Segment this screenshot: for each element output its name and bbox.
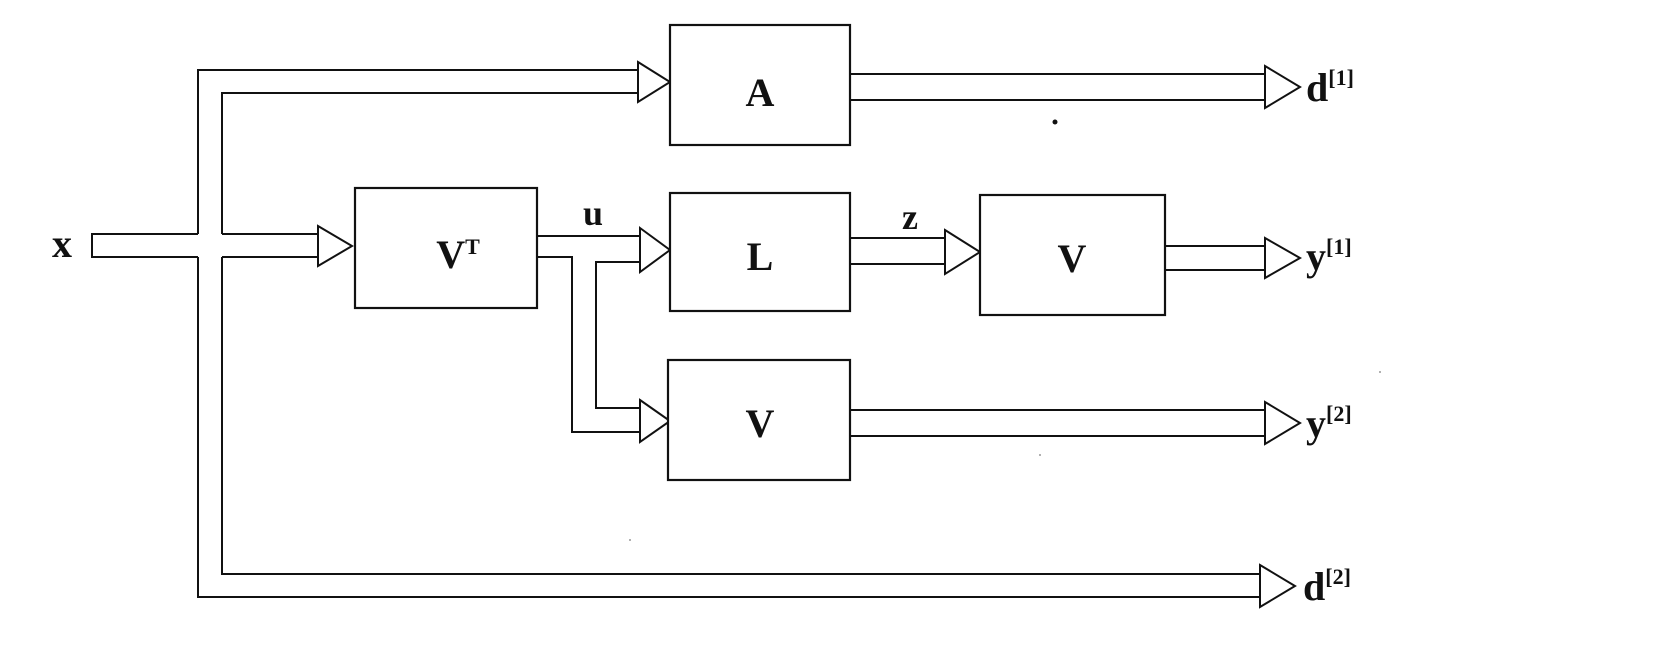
block-a: A [668, 23, 852, 147]
output-y1-superscript: [1] [1326, 234, 1352, 259]
block-a-label: A [746, 70, 775, 115]
pipe-x-to-d2-inner [221, 257, 1262, 575]
arrowhead-to-y2 [1264, 400, 1302, 446]
block-v-bottom: V [666, 358, 852, 482]
output-d1-superscript: [1] [1328, 65, 1354, 90]
arrow-heads [317, 60, 1303, 609]
pipe-x-to-a-outer [197, 69, 638, 234]
block-vt: VT [353, 186, 539, 310]
block-vt-label: VT [436, 232, 480, 277]
output-y2-label: y[2] [1306, 401, 1352, 446]
pipe-x-to-d2-outer [197, 257, 1262, 598]
block-v-right-label: V [1058, 236, 1087, 281]
signal-u-label: u [583, 193, 603, 233]
pipe-x-to-a-inner [221, 92, 638, 234]
arrowhead-to-y1 [1264, 236, 1303, 280]
output-d1-label: d[1] [1306, 65, 1354, 110]
output-y1-label: y[1] [1306, 234, 1352, 279]
block-l: L [668, 191, 852, 313]
arrowhead-to-d1 [1264, 64, 1302, 110]
block-v-right: V [978, 193, 1167, 317]
output-d2-superscript: [2] [1325, 564, 1351, 589]
block-v-bottom-label: V [746, 401, 775, 446]
input-x-label: x [52, 221, 72, 266]
output-y1-base: y [1306, 234, 1326, 279]
arrowhead-to-lower-v [639, 398, 672, 444]
arrowhead-to-vt [317, 224, 354, 268]
arrowhead-to-a [637, 60, 672, 104]
scan-specks [629, 119, 1381, 541]
block-l-label: L [747, 234, 774, 279]
pipe-u-inner [595, 261, 650, 409]
output-y2-superscript: [2] [1326, 401, 1352, 426]
output-d2-label: d[2] [1303, 564, 1351, 609]
arrowhead-to-right-v [944, 228, 982, 276]
arrowhead-to-d2 [1259, 563, 1297, 609]
output-d1-base: d [1306, 65, 1328, 110]
pipe-x-input [91, 233, 198, 258]
output-y2-base: y [1306, 401, 1326, 446]
pipe-u-outer [537, 256, 650, 433]
signal-pipes [91, 69, 1267, 598]
block-vt-superscript: T [465, 234, 480, 259]
signal-z-label: z [902, 197, 918, 237]
arrowhead-to-l [639, 226, 672, 274]
output-d2-base: d [1303, 564, 1325, 609]
block-vt-base: V [436, 232, 465, 277]
